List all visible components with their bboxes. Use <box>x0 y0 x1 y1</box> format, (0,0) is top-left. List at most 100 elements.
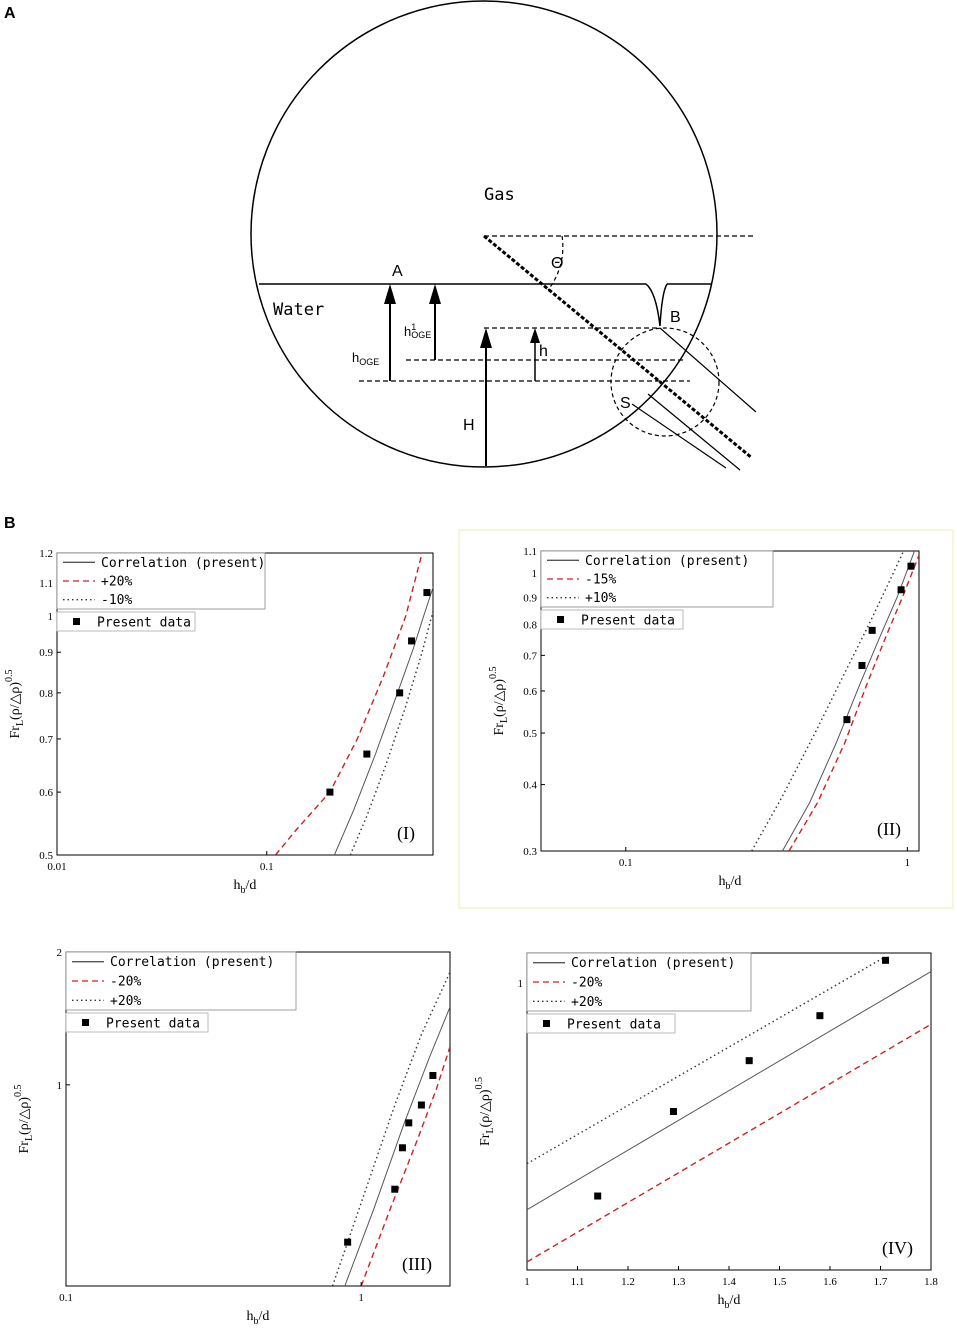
series-line-correlation <box>333 585 433 855</box>
data-point <box>423 589 431 597</box>
H-label: H <box>463 417 475 434</box>
series-line-band-a <box>360 1046 450 1286</box>
theta-label: Θ <box>551 255 563 272</box>
x-tick-label: 1.6 <box>823 1276 837 1288</box>
data-point <box>429 1071 437 1079</box>
legend-label: +10% <box>585 591 616 606</box>
series-line-band-b <box>349 608 433 855</box>
legend-label: Present data <box>567 1018 661 1033</box>
legend-data-box <box>65 1012 209 1033</box>
x-tick-label: 1.3 <box>672 1276 686 1288</box>
x-tick-label: 1.1 <box>571 1276 585 1288</box>
legend-marker <box>73 618 80 625</box>
data-point <box>408 637 416 645</box>
legend-data-box <box>56 611 196 632</box>
y-tick-label: 1 <box>532 568 538 580</box>
panel-b-label: B <box>4 515 16 532</box>
legend-label: -15% <box>585 573 616 588</box>
y-axis-label: FrL(ρ/△ρ)0.5 <box>488 666 510 735</box>
y-tick-label: 0.4 <box>523 780 537 792</box>
panel-ii-highlight-frame <box>458 529 954 909</box>
branch-wall-upper-inner <box>647 393 741 471</box>
series-line-band-b <box>751 551 905 851</box>
data-point <box>417 1101 425 1109</box>
point-a-label: A <box>392 263 403 280</box>
data-point <box>398 1144 406 1152</box>
panel-tag: (III) <box>402 1254 432 1275</box>
legend-marker <box>543 1020 550 1027</box>
legend-label: Present data <box>97 616 191 631</box>
legend-data-box <box>526 1013 676 1034</box>
legend-label: -20% <box>571 976 602 991</box>
data-point <box>363 750 371 758</box>
legend-marker <box>82 1019 89 1026</box>
pipe-diagram <box>250 0 757 471</box>
legend-label: Correlation (present) <box>571 956 735 971</box>
data-point <box>745 1057 753 1065</box>
arrow-head-h1oge <box>429 284 441 304</box>
point-b-label: B <box>670 309 681 326</box>
arrow-head-hoge <box>384 284 396 304</box>
x-axis-label: hb/d <box>719 874 742 892</box>
y-axis-label: FrL(ρ/△ρ)0.5 <box>4 669 26 738</box>
series-line-band-a <box>788 554 919 851</box>
series-line-band-b <box>527 955 886 1165</box>
data-point <box>882 956 890 964</box>
data-point <box>594 1192 602 1200</box>
x-tick-label: 0.1 <box>260 861 274 873</box>
data-point <box>858 661 866 669</box>
dashed-circle-s <box>610 327 720 437</box>
series-line-correlation <box>781 551 915 851</box>
panel-a-label: A <box>4 5 16 22</box>
hoge-label: hOGE <box>352 350 379 367</box>
h-label: h <box>539 343 548 360</box>
y-tick-label: 0.9 <box>39 647 53 659</box>
data-point <box>816 1012 824 1020</box>
branch-wall-upper <box>659 327 757 413</box>
legend-label: Correlation (present) <box>585 554 749 569</box>
series-line-band-a <box>527 1023 931 1263</box>
data-point <box>391 1185 399 1193</box>
y-tick-label: 1 <box>518 978 524 990</box>
legend-data-box <box>540 609 684 630</box>
panel-tag: (II) <box>877 819 901 840</box>
legend-label: Present data <box>581 614 675 629</box>
y-tick-label: 2 <box>57 947 63 959</box>
branch-wall-lower <box>631 403 727 469</box>
legend-label: +20% <box>110 994 141 1009</box>
y-tick-label: 0.8 <box>523 620 537 632</box>
x-tick-label: 1 <box>524 1276 530 1288</box>
legend-label: Present data <box>106 1017 200 1032</box>
y-tick-label: 0.7 <box>523 650 537 662</box>
panel-tag: (IV) <box>882 1238 913 1259</box>
y-tick-label: 1.1 <box>39 578 53 590</box>
data-point <box>897 586 905 594</box>
legend-label: -20% <box>110 975 141 990</box>
pipe-circle <box>250 0 718 468</box>
x-tick-label: 1.5 <box>773 1276 787 1288</box>
arrow-head-h <box>530 328 540 343</box>
water-label: Water <box>273 300 324 320</box>
theta-arc <box>547 235 564 291</box>
y-tick-label: 0.8 <box>39 688 53 700</box>
data-point <box>868 626 876 634</box>
y-tick-label: 0.6 <box>523 686 537 698</box>
legend-label: Correlation (present) <box>110 955 274 970</box>
y-tick-label: 0.5 <box>523 728 537 740</box>
gas-label: Gas <box>484 185 515 205</box>
series-line-correlation <box>527 971 931 1211</box>
legend-label: +20% <box>101 575 132 590</box>
x-axis-label: hb/d <box>718 1293 741 1311</box>
legend-marker <box>557 616 564 623</box>
x-tick-label: 1.2 <box>621 1276 635 1288</box>
surface-dip <box>645 283 668 327</box>
series-line-band-a <box>274 553 423 855</box>
legend-box <box>65 951 297 1011</box>
series-line-band-b <box>331 971 450 1286</box>
data-point <box>843 716 851 724</box>
